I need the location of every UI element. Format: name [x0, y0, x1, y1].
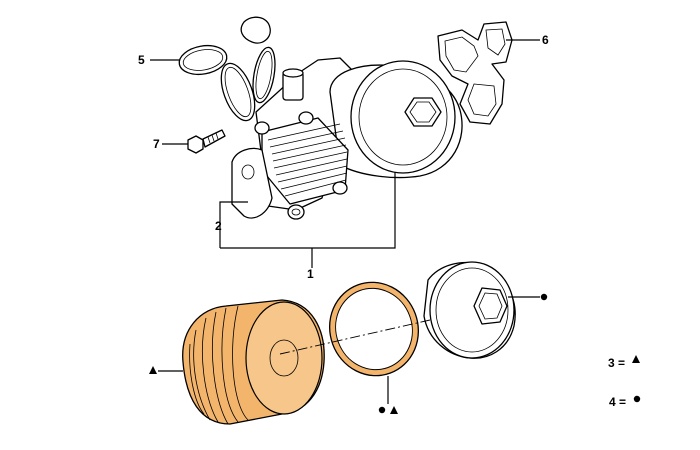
callout-1: 1	[307, 267, 314, 281]
legend-triangle-icon	[632, 355, 640, 363]
callout-6: 6	[542, 33, 549, 47]
bolt-7	[187, 129, 226, 154]
symbol-legend: 3 = 4 =	[608, 355, 641, 409]
filter-cap-lower	[423, 261, 516, 359]
callout-5: 5	[138, 53, 145, 67]
triangle-marker-o-ring	[390, 406, 398, 414]
gasket-6	[437, 21, 513, 125]
legend-dot-icon	[633, 395, 641, 403]
dot-marker-cap	[540, 293, 548, 301]
center-axis-line	[279, 319, 431, 355]
oil-filter-housing-assembly	[231, 57, 463, 220]
leader-lines	[150, 39, 540, 404]
dot-marker-o-ring	[378, 406, 386, 414]
legend-row-3-label: 3 =	[608, 356, 625, 370]
triangle-marker-filter	[149, 366, 157, 374]
gasket-set-5	[178, 16, 276, 122]
legend-row-4-label: 4 =	[609, 395, 626, 409]
o-ring	[328, 281, 420, 377]
callout-7: 7	[153, 137, 160, 151]
callout-2: 2	[215, 219, 222, 233]
oil-filter-element	[182, 299, 325, 425]
